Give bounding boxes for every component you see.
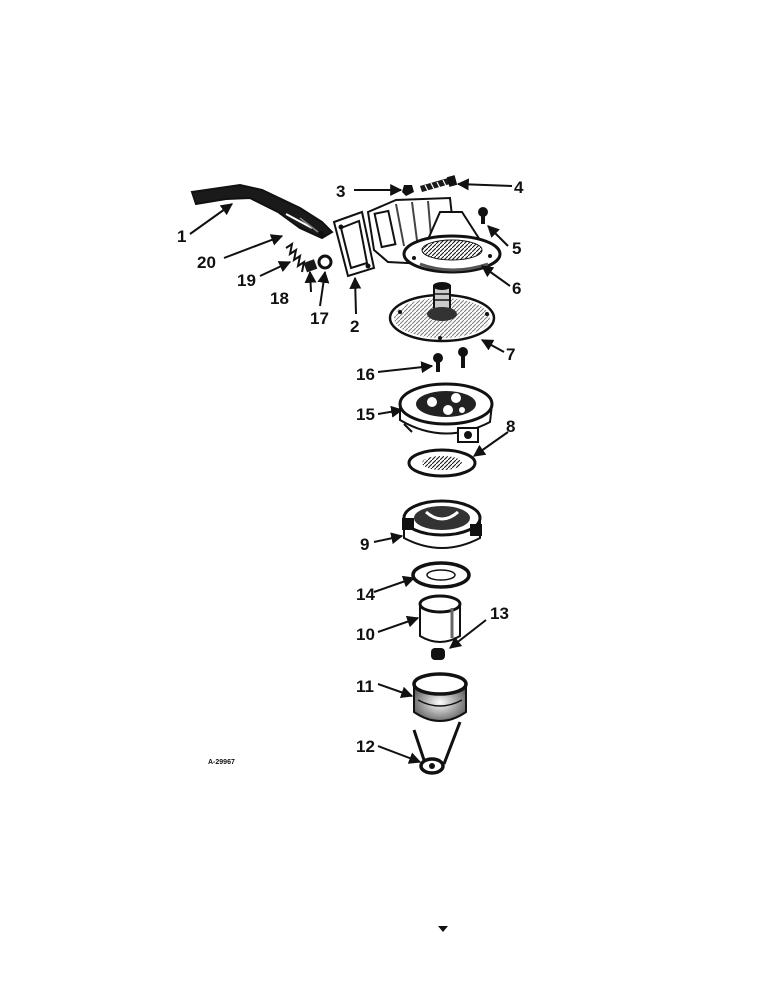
callout-12: 12 (356, 737, 375, 756)
callout-1: 1 (177, 227, 186, 246)
leader-lines (189, 178, 513, 764)
glass-bowl-part (412, 672, 468, 722)
lower-body-part (402, 499, 482, 549)
page-mark (438, 926, 448, 932)
callout-15: 15 (356, 405, 375, 424)
washer-part (317, 254, 333, 270)
callout-17: 17 (310, 309, 329, 328)
spacer-part (303, 259, 318, 273)
bail-clamp-part (412, 721, 462, 775)
callout-3: 3 (336, 182, 345, 201)
reference-code: A-29967 (208, 759, 235, 766)
bowl-gasket-part (407, 448, 477, 478)
callout-8: 8 (506, 417, 515, 436)
bolt-part (420, 175, 458, 192)
callout-9: 9 (360, 535, 369, 554)
cover-screw-part (478, 207, 488, 224)
callout-10: 10 (356, 625, 375, 644)
diaphragm-part (388, 282, 496, 343)
callout-20: 20 (197, 253, 216, 272)
callout-6: 6 (512, 279, 521, 298)
callout-13: 13 (490, 604, 509, 623)
callout-16: 16 (356, 365, 375, 384)
gasket-part (332, 210, 376, 278)
callout-2: 2 (350, 317, 359, 336)
callout-14: 14 (356, 585, 375, 604)
callout-5: 5 (512, 239, 521, 258)
filter-screen-part (418, 594, 462, 643)
retainer-part (431, 648, 445, 660)
spring-part (285, 241, 306, 273)
upper-body-part (366, 196, 502, 274)
screw-part (402, 185, 414, 196)
pin-part (318, 231, 324, 237)
gasket-ring-part (411, 561, 471, 589)
callout-7: 7 (506, 345, 515, 364)
callout-18: 18 (270, 289, 289, 308)
rocker-arm-part (190, 183, 334, 240)
callout-4: 4 (514, 178, 524, 197)
callout-19: 19 (237, 271, 256, 290)
callout-11: 11 (356, 677, 374, 696)
valve-screws-part (433, 347, 468, 372)
valve-body-part (398, 382, 494, 443)
